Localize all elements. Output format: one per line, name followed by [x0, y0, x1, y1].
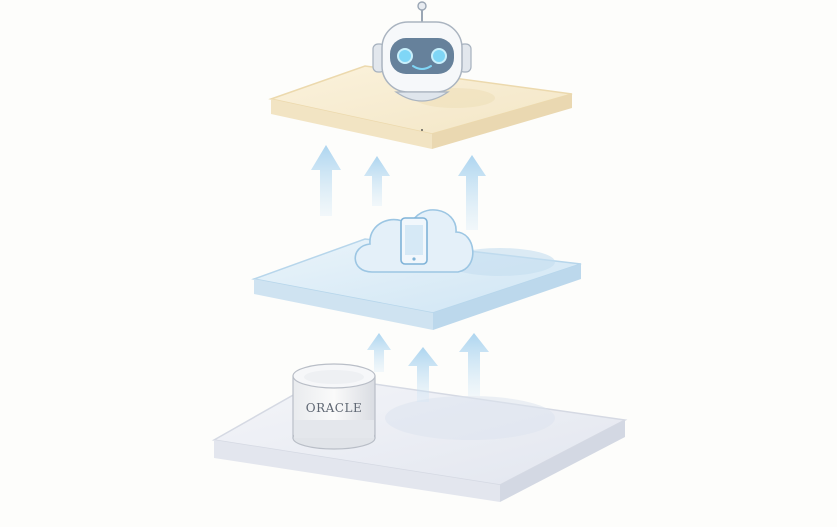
- database-cylinder-icon: ORACLE: [292, 363, 376, 450]
- arrow-up-icon: [458, 155, 486, 230]
- arrow-up-icon: [367, 333, 391, 372]
- database-label: ORACLE: [306, 401, 362, 415]
- arrow-up-icon: [459, 333, 489, 396]
- arrow-up-icon: [364, 156, 390, 206]
- robot-icon: [372, 1, 472, 102]
- arrow-up-icon: [408, 347, 438, 402]
- smartphone-icon: [400, 217, 428, 265]
- arrow-up-icon: [311, 145, 341, 216]
